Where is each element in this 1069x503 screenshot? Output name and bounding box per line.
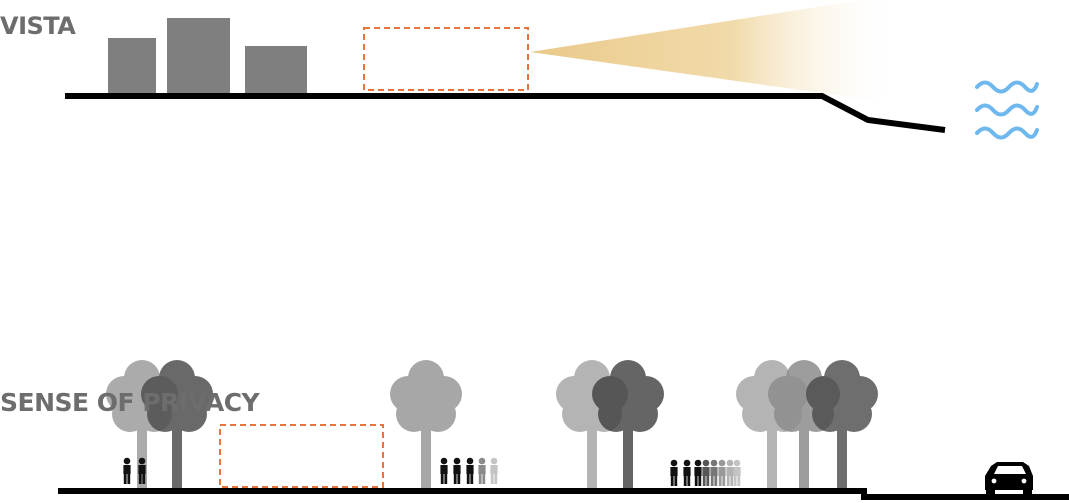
- vista-section: [65, 0, 1037, 138]
- person-icon: [702, 460, 709, 486]
- privacy-section: [58, 360, 1069, 497]
- tree-icon: [806, 360, 878, 490]
- tree-icon: [390, 360, 462, 490]
- person-icon: [123, 458, 130, 484]
- person-group-3: [670, 460, 740, 486]
- building-3: [245, 46, 307, 94]
- building-2: [167, 18, 230, 94]
- tree-icon: [592, 360, 664, 490]
- person-icon: [440, 458, 447, 484]
- person-icon: [466, 458, 473, 484]
- water-waves-icon: [977, 83, 1037, 138]
- light-cone-icon: [530, 0, 900, 104]
- building-1: [108, 38, 156, 94]
- person-icon: [490, 458, 497, 484]
- tree-icon: [141, 360, 213, 490]
- car-icon: [985, 462, 1033, 496]
- ground-line-vista: [65, 96, 945, 130]
- person-icon: [694, 460, 701, 486]
- dashed-frame-privacy: [220, 425, 383, 487]
- person-icon: [670, 460, 677, 486]
- ground-line-privacy: [58, 491, 1069, 497]
- person-icon: [683, 460, 690, 486]
- person-icon: [453, 458, 460, 484]
- person-icon: [710, 460, 717, 486]
- privacy-title: SENSE OF PRIVACY: [0, 388, 259, 417]
- person-icon: [718, 460, 725, 486]
- person-icon: [733, 460, 740, 486]
- person-group-2: [440, 458, 497, 484]
- vista-title: VISTA: [0, 12, 75, 40]
- person-icon: [726, 460, 733, 486]
- person-icon: [478, 458, 485, 484]
- dashed-frame-vista: [364, 28, 528, 90]
